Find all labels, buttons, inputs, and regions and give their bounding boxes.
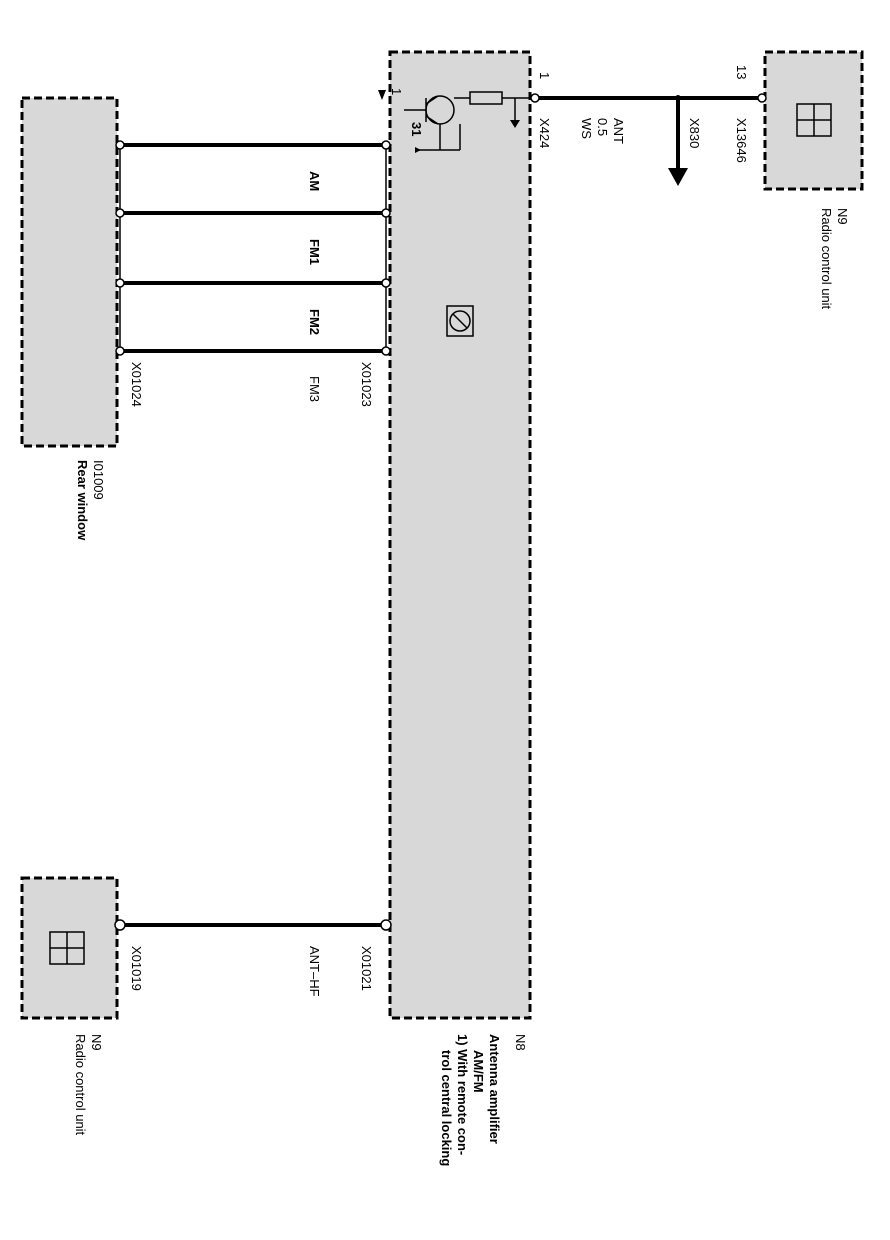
amp-pin-label: 1 [537, 72, 552, 79]
amplifier-id: N8 [513, 1034, 528, 1051]
ant-hf-label: ANT–HF [307, 946, 322, 997]
amplifier-note2: trol central locking [439, 1050, 454, 1166]
rear-window-id: I01009 [91, 460, 106, 500]
fm1-label: FM1 [307, 239, 322, 265]
ant-wire [530, 93, 767, 103]
am-label: AM [307, 171, 322, 191]
x830-label: X830 [687, 118, 702, 148]
fm3-wire [115, 346, 391, 356]
radio-pin-label: 13 [734, 65, 749, 79]
radio-bottom-icon [49, 931, 85, 965]
rear-window-box [20, 96, 119, 448]
x01024-label: X01024 [129, 362, 144, 407]
radio-bottom-title: Radio control unit [73, 1034, 88, 1136]
radio-top-id: N9 [835, 208, 850, 225]
x424-label: X424 [537, 118, 552, 148]
radio-top-icon [796, 103, 832, 137]
splice-arrow [668, 100, 688, 186]
fm2-label: FM2 [307, 309, 322, 335]
ground-marker-icon [378, 90, 386, 100]
radio-bottom-id: N9 [89, 1034, 104, 1051]
rear-window-title: Rear window [75, 460, 90, 541]
x01019-label: X01019 [129, 946, 144, 991]
fm3-label: FM3 [307, 376, 322, 402]
ant-color-label: WS [579, 118, 594, 139]
x01021-label: X01021 [359, 946, 374, 991]
radio-top-title: Radio control unit [819, 208, 834, 310]
fm1-wire [115, 208, 391, 218]
ant-name-label: ANT [611, 118, 626, 144]
amplifier-subtitle: AM/FM [471, 1050, 486, 1093]
amplifier-note1: 1) With remote con- [455, 1034, 470, 1155]
x01023-label: X01023 [359, 362, 374, 407]
antenna-amplifier-icon [446, 305, 474, 337]
ground-pin-label: 31 [409, 122, 424, 136]
amplifier-circuit [404, 91, 531, 153]
ant-hf-wire [114, 919, 392, 931]
amplifier-box [388, 50, 532, 1020]
rear-window-bus [119, 149, 387, 347]
fm2-wire [115, 278, 391, 288]
x13646-label: X13646 [734, 118, 749, 163]
ant-gauge-label: 0.5 [595, 118, 610, 136]
am-wire [115, 140, 391, 150]
amplifier-title: Antenna amplifier [487, 1034, 502, 1144]
footnote-marker-label: 1 [389, 88, 404, 95]
